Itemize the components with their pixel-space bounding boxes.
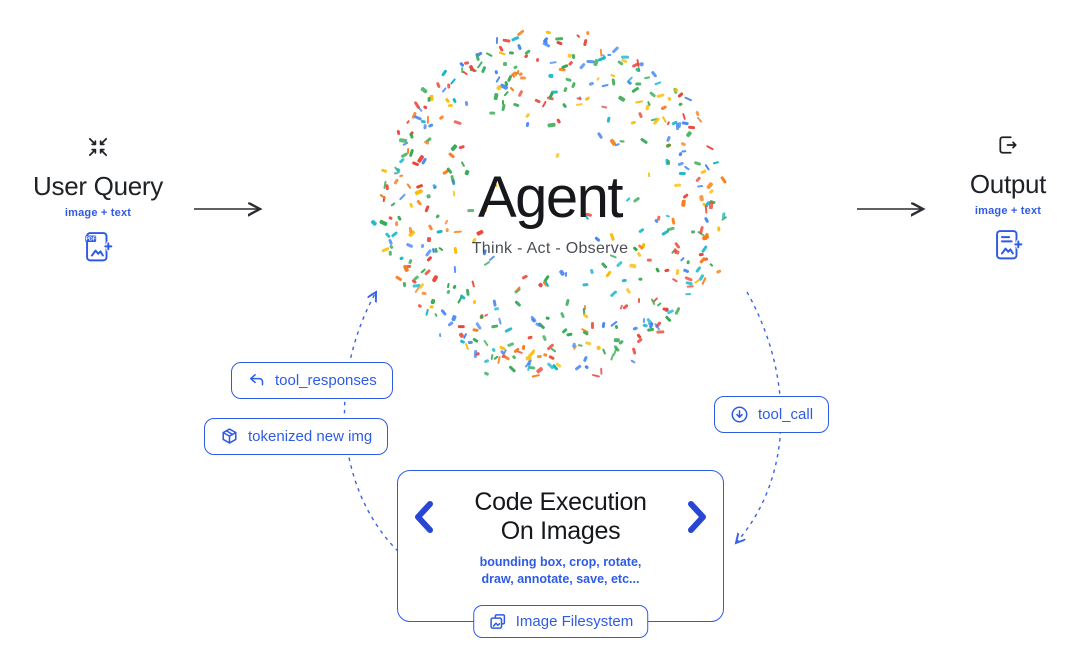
output-title: Output bbox=[969, 169, 1047, 199]
image-filesystem-label: Image Filesystem bbox=[515, 613, 634, 630]
download-circle-icon bbox=[731, 406, 748, 423]
user-query-subtitle: image + text bbox=[64, 207, 132, 219]
tool-call-label: tool_call bbox=[758, 406, 814, 423]
collapse-arrows-icon bbox=[88, 137, 108, 157]
tool-responses-pill: tool_responses bbox=[231, 362, 393, 399]
copy-image-icon bbox=[489, 614, 505, 629]
chevron-right-icon bbox=[688, 500, 706, 533]
tool-call-pill: tool_call bbox=[714, 396, 830, 433]
user-query-group: User Query image + text PDF bbox=[14, 136, 182, 264]
code-sub-line2: draw, annotate, save, etc... bbox=[481, 571, 640, 586]
output-group: Output image + text bbox=[938, 134, 1078, 262]
image-document-icon bbox=[938, 228, 1078, 262]
output-subtitle: image + text bbox=[974, 205, 1042, 217]
agent-subtitle: Think - Act - Observe bbox=[471, 240, 629, 257]
code-title-line2: On Images bbox=[500, 516, 621, 545]
svg-text:PDF: PDF bbox=[86, 237, 96, 243]
return-arrow-icon bbox=[250, 374, 264, 386]
agent-title: Agent bbox=[477, 165, 624, 230]
pdf-image-document-icon: PDF bbox=[14, 230, 182, 264]
package-cube-icon bbox=[222, 428, 237, 444]
code-execution-title: Code Execution On Images bbox=[474, 488, 647, 545]
export-icon bbox=[999, 136, 1017, 154]
tokenized-new-img-pill: tokenized new img bbox=[204, 418, 389, 455]
code-execution-box: Code Execution On Images bounding box, c… bbox=[397, 470, 724, 638]
user-query-title: User Query bbox=[33, 171, 163, 201]
code-sub-line1: bounding box, crop, rotate, bbox=[479, 555, 642, 569]
agent-block: Agent Think - Act - Observe bbox=[410, 164, 690, 258]
code-title-line1: Code Execution bbox=[474, 488, 647, 516]
tool-responses-label: tool_responses bbox=[275, 372, 377, 389]
image-filesystem-badge: Image Filesystem bbox=[472, 605, 649, 638]
tokenized-new-img-label: tokenized new img bbox=[248, 428, 373, 445]
code-execution-subtitle: bounding box, crop, rotate, draw, annota… bbox=[398, 554, 723, 588]
chevron-left-icon bbox=[415, 500, 433, 533]
